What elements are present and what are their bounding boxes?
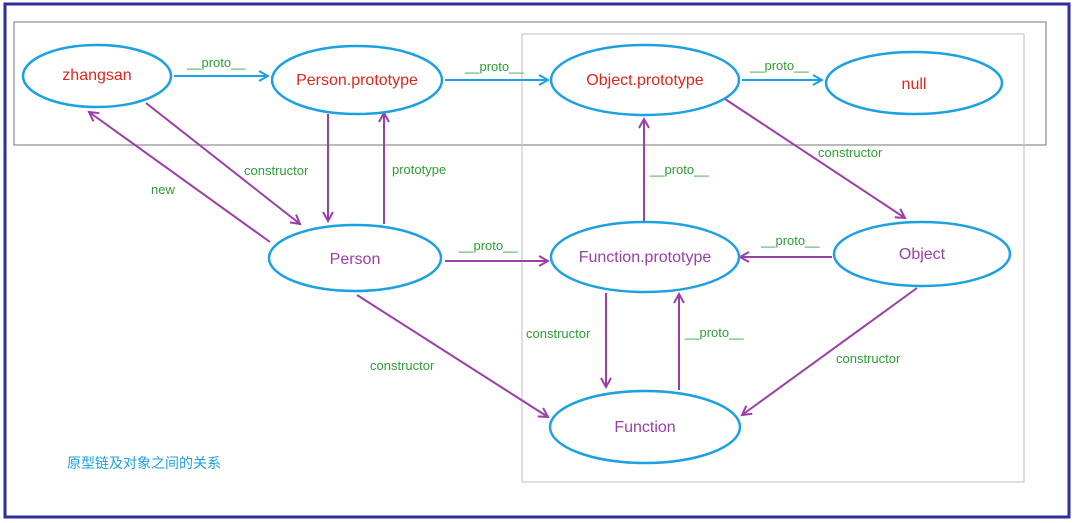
node-person (267, 223, 443, 293)
node-object (832, 220, 1012, 288)
label-constructor-function-prototype-function: constructor (526, 326, 591, 341)
label-constructor-object-function: constructor (836, 351, 901, 366)
label-proto-object-function-prototype: __proto__ (760, 233, 820, 248)
edge-object-prototype-constructor-object (724, 98, 905, 218)
label-proto-function-prototype-object-prototype: __proto__ (649, 162, 709, 177)
node-object-prototype-label: Object.prototype (586, 72, 704, 89)
edge-person-new-zhangsan (89, 112, 271, 243)
node-person-prototype-label: Person.prototype (296, 72, 418, 89)
right-group-box (521, 33, 1025, 483)
node-zhangsan (21, 43, 173, 109)
label-proto-zhangsan-person-prototype: __proto__ (186, 55, 246, 70)
node-zhangsan-label: zhangsan (62, 67, 131, 84)
label-proto-person-prototype-object-prototype: __proto__ (464, 59, 524, 74)
label-proto-function-function-prototype: __proto__ (684, 325, 744, 340)
node-function-prototype-label: Function.prototype (579, 249, 712, 266)
label-constructor-object-prototype-object: constructor (818, 145, 883, 160)
node-null (824, 50, 1004, 116)
label-prototype: prototype (392, 162, 446, 177)
node-function (548, 389, 742, 465)
node-null-label: null (902, 76, 927, 93)
outer-frame (3, 2, 1071, 519)
node-object-label: Object (899, 246, 946, 263)
label-proto-object-prototype-null: __proto__ (749, 58, 809, 73)
node-person-label: Person (330, 251, 381, 268)
node-function-label: Function (614, 419, 675, 436)
edge-person-constructor-function (356, 294, 548, 417)
label-constructor-person-function: constructor (370, 358, 435, 373)
node-function-prototype (549, 220, 741, 294)
diagram-caption: 原型链及对象之间的关系 (67, 456, 221, 472)
label-constructor-zhangsan-person: constructor (244, 163, 309, 178)
label-proto-person-function-prototype: __proto__ (458, 238, 518, 253)
node-object-prototype (549, 43, 741, 117)
top-group-box (13, 21, 1047, 146)
label-new: new (151, 182, 175, 197)
edge-zhangsan-constructor-person (145, 102, 300, 224)
node-person-prototype (270, 44, 444, 116)
edge-object-constructor-function (742, 287, 918, 415)
